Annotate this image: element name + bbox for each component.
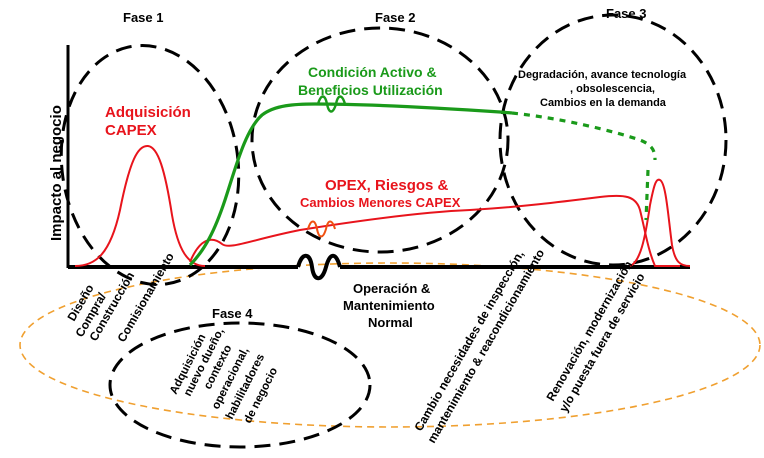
condition-break	[316, 95, 347, 113]
degradacion-label-2: , obsolescencia,	[570, 83, 655, 95]
cambio-label-2: mantenimiento & reacondicionamiento	[424, 247, 547, 446]
fase2-ellipse	[250, 26, 510, 254]
y-axis-label: Impacto al negocio	[48, 105, 65, 241]
renovacion-label-2: y/o puesta fuera de servicio	[556, 271, 647, 415]
fase4-ellipse	[108, 321, 372, 449]
operacion-label-1: Operación &	[353, 281, 430, 296]
operacion-label-3: Normal	[368, 315, 413, 330]
opex-label-1: OPEX, Riesgos &	[325, 177, 449, 194]
x-axis-break	[296, 253, 342, 281]
degradacion-label-1: Degradación, avance tecnología	[518, 69, 687, 81]
condition-dotted-curve	[511, 111, 657, 161]
renewal-peak-curve	[629, 178, 691, 267]
renovacion-label-1: Renovación, modernización	[543, 258, 635, 403]
fase3-title: Fase 3	[606, 6, 646, 21]
fase4-title: Fase 4	[212, 306, 253, 321]
capex-peak-curve	[74, 145, 206, 267]
adquisicion-label-1: Adquisición	[105, 104, 191, 121]
condition-curve	[188, 102, 513, 267]
opex-label-2: Cambios Menores CAPEX	[300, 195, 461, 210]
adquisicion-label-2: CAPEX	[105, 122, 157, 139]
condicion-label-2: Beneficios Utilización	[298, 82, 443, 98]
fase3-ellipse	[498, 13, 728, 267]
fase1-title: Fase 1	[123, 10, 163, 25]
operacion-label-2: Mantenimiento	[343, 298, 435, 313]
lifecycle-loop-ellipse	[19, 262, 761, 428]
opex-break	[307, 220, 336, 238]
fase1-ellipse	[59, 44, 241, 286]
condicion-label-1: Condición Activo &	[308, 64, 437, 80]
cambio-label-1: Cambio necesidades de inspección,	[411, 248, 526, 433]
opex-curve	[189, 194, 680, 267]
fase2-title: Fase 2	[375, 10, 415, 25]
condition-dotted-drop	[644, 169, 650, 221]
degradacion-label-3: Cambios en la demanda	[540, 97, 667, 109]
